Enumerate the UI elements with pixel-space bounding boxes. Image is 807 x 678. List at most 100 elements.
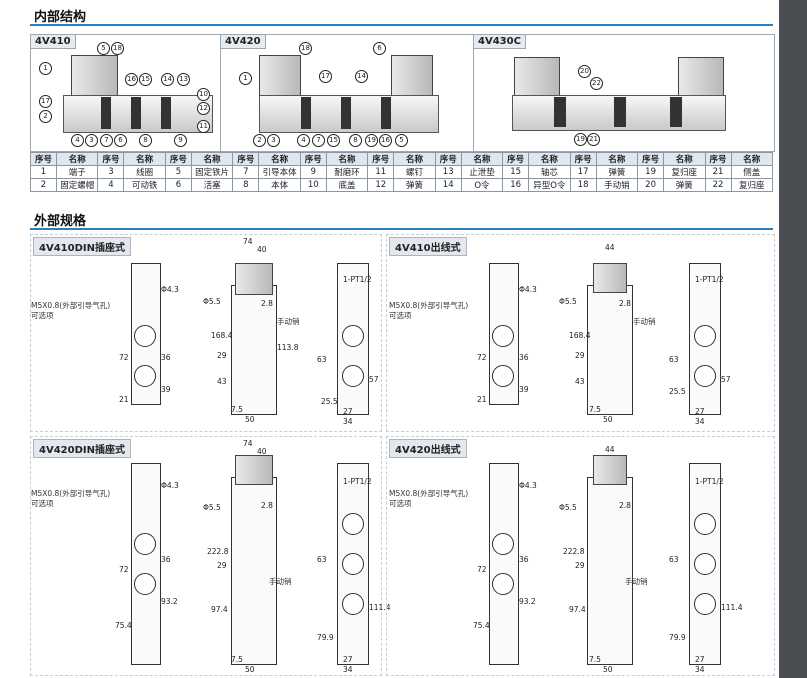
internal-structure-title: 内部结构 <box>34 10 87 25</box>
panel-title: 4V420出线式 <box>389 439 467 458</box>
table-cell: 12 <box>367 178 395 192</box>
front-view <box>489 463 519 665</box>
dim-label: 29 <box>217 561 227 570</box>
dim-label: 34 <box>695 417 705 426</box>
din-connector <box>235 263 273 295</box>
spool-part <box>131 97 141 129</box>
dim-label: 1-PT1/2 <box>695 275 724 284</box>
dim-label: 36 <box>519 353 529 362</box>
table-cell: 10 <box>299 178 327 192</box>
dim-label: 7.5 <box>231 405 243 414</box>
table-cell: 固定螺帽 <box>55 178 99 192</box>
dim-label: 27 <box>695 407 705 416</box>
spec-panel-4v420-wire: 4V420出线式 M5X0.8(外部引导气孔) 可选项 Φ4.3 72 36 9… <box>386 436 775 676</box>
table-cell: 20 <box>637 178 665 192</box>
dim-label: 113.8 <box>277 343 299 352</box>
side-view <box>587 477 633 665</box>
table-cell: 19 <box>637 165 665 179</box>
callout: 19 <box>365 134 378 147</box>
section-divider <box>30 24 773 26</box>
dim-label: 2.8 <box>619 501 631 510</box>
dim-label: 27 <box>695 655 705 664</box>
port-circle <box>342 365 364 387</box>
col-header: 名称 <box>663 152 706 166</box>
dim-label: 97.4 <box>569 605 586 614</box>
right-sidebar-strip <box>779 0 807 678</box>
table-cell: 活塞 <box>190 178 234 192</box>
port-circle <box>134 533 156 555</box>
side-view <box>231 285 277 415</box>
callout: 15 <box>327 134 340 147</box>
dim-label: 50 <box>603 665 613 674</box>
table-cell: 弹簧 <box>663 178 706 192</box>
col-header: 序号 <box>164 152 192 166</box>
table-row: 1 端子 3 线圈 5 固定铁片 7 引导本体 9 耐磨环 11 螺钉 13 止… <box>30 165 774 179</box>
table-cell: 9 <box>299 165 327 179</box>
dim-label: 72 <box>119 353 129 362</box>
panel-title: 4V420DIN插座式 <box>33 439 131 458</box>
port-circle <box>694 325 716 347</box>
callout: 22 <box>590 77 603 90</box>
dim-label: 222.8 <box>207 547 229 556</box>
spec-panel-4v410-wire: 4V410出线式 M5X0.8(外部引导气孔) 可选项 Φ4.3 72 36 3… <box>386 234 775 432</box>
callout: 14 <box>355 70 368 83</box>
spool-part <box>614 97 626 127</box>
wire-coil <box>593 455 627 485</box>
solenoid-coil <box>71 55 118 99</box>
spool-part <box>554 97 566 127</box>
manual-note: 手动销 <box>633 317 656 326</box>
dim-label: 74 <box>243 439 253 448</box>
port-circle <box>492 325 514 347</box>
port-circle <box>492 573 514 595</box>
table-cell: 14 <box>434 178 462 192</box>
callout: 5 <box>395 134 408 147</box>
callout: 12 <box>197 102 210 115</box>
col-header: 名称 <box>393 152 436 166</box>
col-header: 名称 <box>325 152 369 166</box>
table-cell: 2 <box>30 178 57 192</box>
spool-part <box>101 97 111 129</box>
external-spec-title: 外部规格 <box>34 214 87 229</box>
callout: 4 <box>297 134 310 147</box>
dim-label: 168.4 <box>569 331 591 340</box>
table-cell: 固定铁片 <box>190 165 234 179</box>
optional-note: 可选项 <box>31 499 54 508</box>
wire-coil <box>593 263 627 293</box>
dim-label: 168.4 <box>211 331 233 340</box>
table-cell: 3 <box>97 165 125 179</box>
callout: 2 <box>39 110 52 123</box>
dim-label: 75.4 <box>115 621 132 630</box>
col-header: 名称 <box>55 152 99 166</box>
manual-note: 手动销 <box>277 317 300 326</box>
solenoid-coil-left <box>259 55 301 99</box>
dim-label: 27 <box>343 407 353 416</box>
spool-part <box>670 97 682 127</box>
callout: 19 <box>574 133 587 146</box>
panel-title: 4V410DIN插座式 <box>33 237 131 256</box>
table-cell: 7 <box>232 165 260 179</box>
callout: 16 <box>125 73 138 86</box>
dim-label: 97.4 <box>211 605 228 614</box>
table-cell: 螺钉 <box>393 165 436 179</box>
callout: 20 <box>578 65 591 78</box>
port-circle <box>694 513 716 535</box>
dim-label: 21 <box>477 395 487 404</box>
dim-label: 79.9 <box>669 633 686 642</box>
callout: 3 <box>267 134 280 147</box>
optional-note: 可选项 <box>389 311 412 320</box>
dim-label: 72 <box>477 565 487 574</box>
table-cell: 侧盖 <box>730 165 774 179</box>
table-cell: 可动铁 <box>123 178 166 192</box>
table-cell: O令 <box>460 178 504 192</box>
dim-label: 1-PT1/2 <box>343 275 372 284</box>
callout: 1 <box>39 62 52 75</box>
port-circle <box>492 365 514 387</box>
table-cell: 6 <box>164 178 192 192</box>
dim-label: 25.5 <box>321 397 338 406</box>
dim-label: 50 <box>245 665 255 674</box>
port-circle <box>134 365 156 387</box>
callout: 6 <box>114 134 127 147</box>
dim-label: 40 <box>257 245 267 254</box>
callout: 21 <box>587 133 600 146</box>
table-cell: 底盖 <box>325 178 369 192</box>
